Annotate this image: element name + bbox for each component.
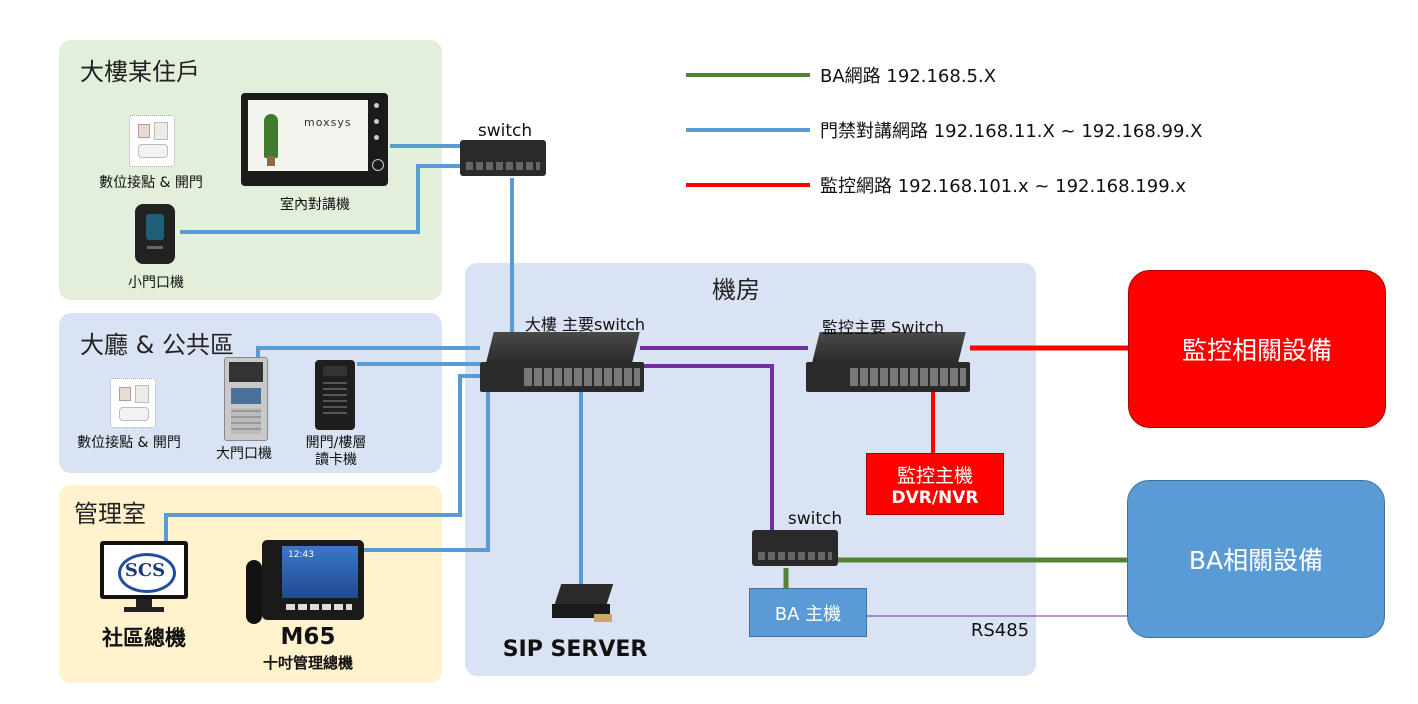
main-switch-icon (480, 332, 644, 392)
surveillance-switch-icon (806, 332, 970, 392)
small-door-unit-icon (135, 204, 175, 264)
digital-contact-icon (129, 115, 175, 167)
main-switch-label: 大樓 主要switch (524, 315, 646, 334)
line-main-to-ba-switch (640, 364, 774, 530)
line-m65-to-main (362, 384, 490, 552)
digital-contact-label-2: 數位接點 & 開門 (77, 435, 181, 451)
surveillance-devices-label: 監控相關設備 (1181, 336, 1332, 365)
m65-model-label: M65 (280, 624, 336, 650)
ba-switch-icon (752, 530, 838, 566)
card-reader-icon (315, 360, 355, 430)
indoor-intercom-label: 室內對講機 (280, 197, 350, 213)
indoor-intercom-icon: moxsys (241, 93, 388, 186)
m65-console-icon: 12:43 (246, 540, 364, 624)
ba-devices-box: BA相關設備 (1127, 480, 1385, 638)
m65-clock-text: 12:43 (288, 550, 314, 560)
sip-server-label: SIP SERVER (502, 637, 648, 662)
digital-contact-icon-2 (110, 378, 156, 428)
legend-surveillance-swatch (686, 183, 810, 187)
rs485-label: RS485 (970, 620, 1030, 641)
zone-management-title: 管理室 (74, 500, 146, 528)
legend-access-swatch (686, 128, 810, 132)
legend-surveillance-label: 監控網路 192.168.101.x ~ 192.168.199.x (820, 176, 1187, 197)
line-small-door-to-switch (180, 164, 460, 234)
ba-devices-label: BA相關設備 (1188, 546, 1324, 575)
surveillance-devices-box: 監控相關設備 (1128, 270, 1386, 428)
m65-desc-label: 十吋管理總機 (262, 654, 353, 672)
legend-ba-label: BA網路 192.168.5.X (820, 66, 997, 87)
legend-ba: BA網路 192.168.5.X (686, 60, 996, 90)
zone-resident-title: 大樓某住戶 (80, 58, 200, 86)
zone-machine-room-title: 機房 (712, 276, 760, 304)
legend-access: 門禁對講網路 192.168.11.X ~ 192.168.99.X (686, 115, 1202, 145)
nvr-box: 監控主機 DVR/NVR (866, 453, 1004, 515)
ba-host-box: BA 主機 (749, 588, 867, 637)
ba-switch-label: switch (787, 509, 843, 529)
community-console-icon: SCS (100, 541, 188, 613)
line-main-door-to-main (256, 346, 480, 362)
intercom-brand-text: moxsys (304, 116, 352, 129)
legend-surveillance: 監控網路 192.168.101.x ~ 192.168.199.x (686, 170, 1186, 200)
ba-host-label: BA 主機 (774, 603, 842, 625)
nvr-line1: 監控主機 (896, 464, 973, 487)
line-console-to-main (164, 374, 480, 545)
digital-contact-label: 數位接點 & 開門 (99, 175, 203, 191)
card-reader-label: 開門/樓層 讀卡機 (305, 435, 367, 468)
switch-resident-label: switch (477, 121, 533, 141)
zone-lobby-title: 大廳 & 公共區 (80, 331, 234, 359)
legend-ba-swatch (686, 73, 810, 77)
console-logo-text: SCS (124, 560, 166, 581)
legend-access-label: 門禁對講網路 192.168.11.X ~ 192.168.99.X (820, 121, 1203, 142)
sip-server-icon (552, 584, 616, 626)
small-door-unit-label: 小門口機 (128, 275, 184, 291)
main-door-unit-label: 大門口機 (216, 446, 272, 462)
community-console-label: 社區總機 (102, 626, 186, 650)
surveillance-switch-label: 監控主要 Switch (822, 318, 944, 337)
main-door-unit-icon (224, 357, 268, 441)
switch-resident-icon (460, 140, 546, 176)
nvr-line2: DVR/NVR (891, 487, 979, 508)
